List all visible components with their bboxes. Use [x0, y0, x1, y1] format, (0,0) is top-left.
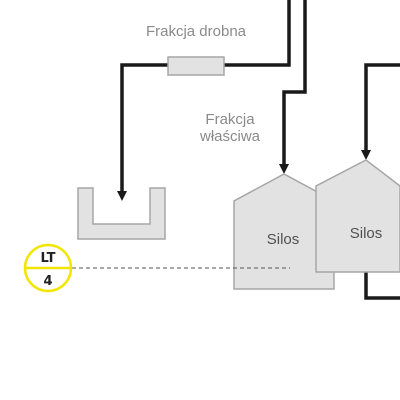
fine-fraction-pipe [122, 0, 291, 196]
silo-2-label: Silos [350, 225, 383, 242]
proper-fraction-label-line-2: właściwa [199, 128, 261, 145]
hopper [77, 187, 166, 240]
instrument-number-label: 4 [43, 274, 52, 289]
second-silo-feed-pipe [361, 63, 400, 160]
level-transmitter-tag[interactable]: LT 4 [23, 243, 73, 293]
proper-fraction-pipe [279, 0, 307, 174]
silo-2 [315, 159, 400, 273]
fine-fraction-label: Frakcja drobna [146, 23, 247, 40]
silo-1-label: Silos [267, 231, 300, 248]
proper-fraction-label-line-1: Frakcja [205, 111, 255, 128]
instrument-function-label: LT [41, 251, 56, 266]
filter-element [167, 56, 225, 76]
silo-outlet-pipe [364, 272, 400, 300]
